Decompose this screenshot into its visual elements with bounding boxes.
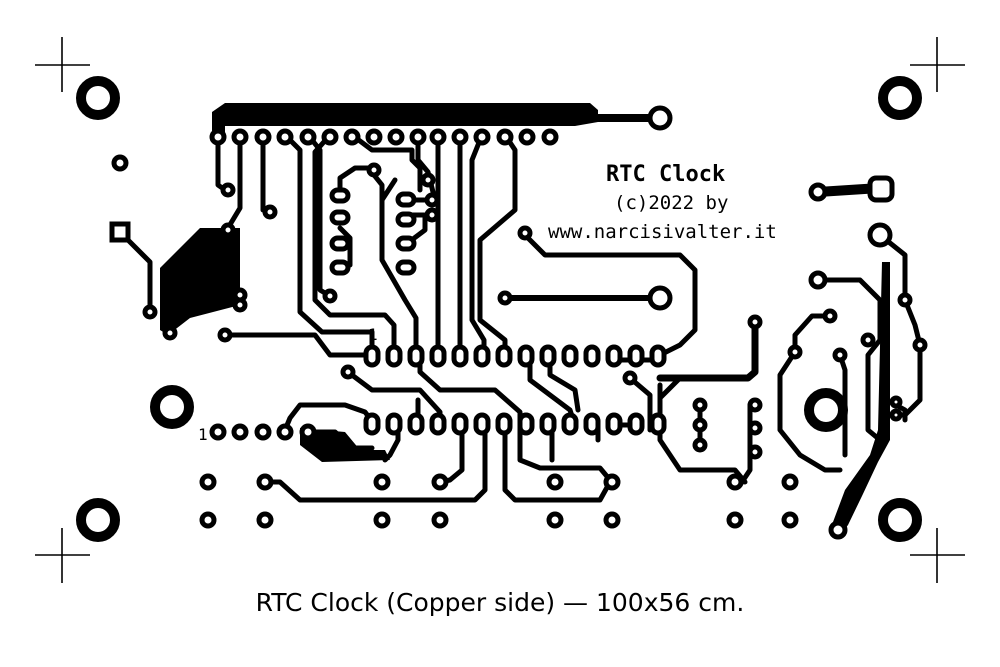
ic-pin1-label: 1 [368,325,378,344]
bottom-row-pads [199,473,799,529]
crosshair-bottom-left [35,528,90,583]
registration-marks [35,37,965,583]
component-pads [109,105,928,540]
crosshair-top-right [910,37,965,92]
misc-pads [109,105,928,540]
mounting-holes [76,76,922,542]
board-website: www.narcisivalter.it [548,221,777,243]
crosshair-bottom-right [910,528,965,583]
crosshair-top-left [35,37,90,92]
bottom-left-pour [300,428,390,462]
board-copyright: (c)2022 by [614,192,728,214]
board-text: RTC Clock (c)2022 by www.narcisivalter.i… [198,162,777,444]
mounting-hole-top-right [878,76,922,120]
left-ground-pour [160,228,240,335]
top-ground-bus [212,103,598,140]
figure-caption: RTC Clock (Copper side) — 100x56 cm. [255,588,745,617]
mounting-hole-mid-right [804,388,848,432]
connector-pin1-label: 1 [198,425,208,444]
mounting-hole-top-left [76,76,120,120]
mounting-hole-mid-left [150,385,194,429]
mounting-hole-bottom-right [878,498,922,542]
right-ground-strip [830,262,890,538]
copper-pours [160,103,890,538]
connector-lcd-pads [209,423,317,441]
mounting-hole-bottom-left [76,498,120,542]
ic-upper-row-pads [363,344,667,368]
ic-lower-row-pads [363,412,667,436]
top-header-pads [209,128,559,146]
small-ic-pads [329,187,417,276]
board-title: RTC Clock [606,162,725,187]
